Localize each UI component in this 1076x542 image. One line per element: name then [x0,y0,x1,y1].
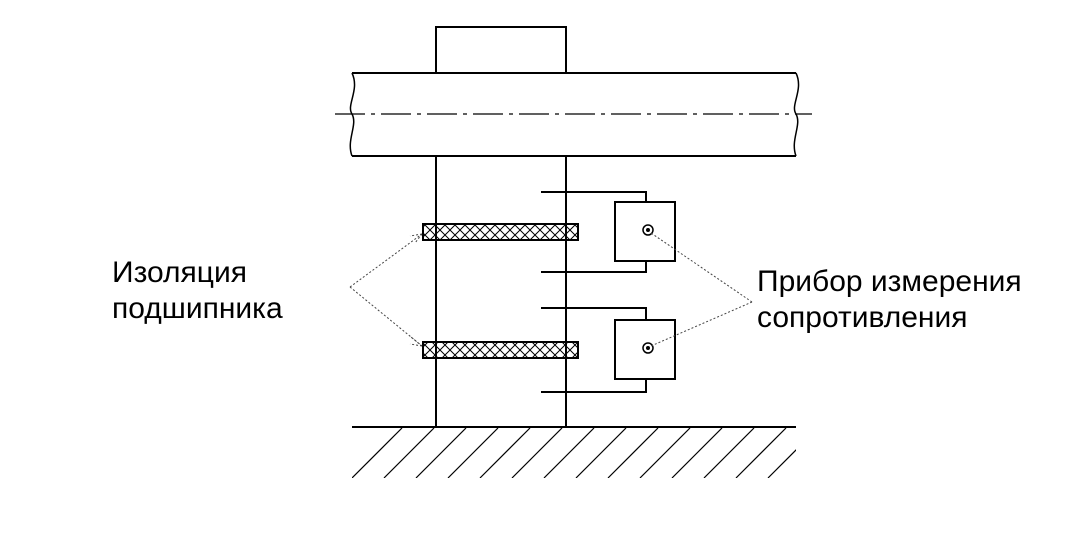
insulation-leader-lines [349,233,423,347]
bearing-pedestal [435,156,567,427]
wiring [541,191,647,393]
resistance-meter-label: Прибор измерения сопротивления [757,264,1022,336]
resistance-meter-top [614,201,676,262]
meter-label-line1: Прибор измерения [757,265,1022,298]
insulation-layer-top [422,223,579,241]
insulation-layer-bottom [422,341,579,359]
meter-leader-lines [650,232,753,347]
insulation-label-line2: подшипника [112,292,283,325]
meter-label-line2: сопротивления [757,301,968,334]
bearing-cap [435,26,567,74]
insulation-label: Изоляция подшипника [112,255,283,327]
ground-hatching [352,426,796,478]
insulation-label-line1: Изоляция [112,256,247,289]
resistance-meter-bottom [614,319,676,380]
